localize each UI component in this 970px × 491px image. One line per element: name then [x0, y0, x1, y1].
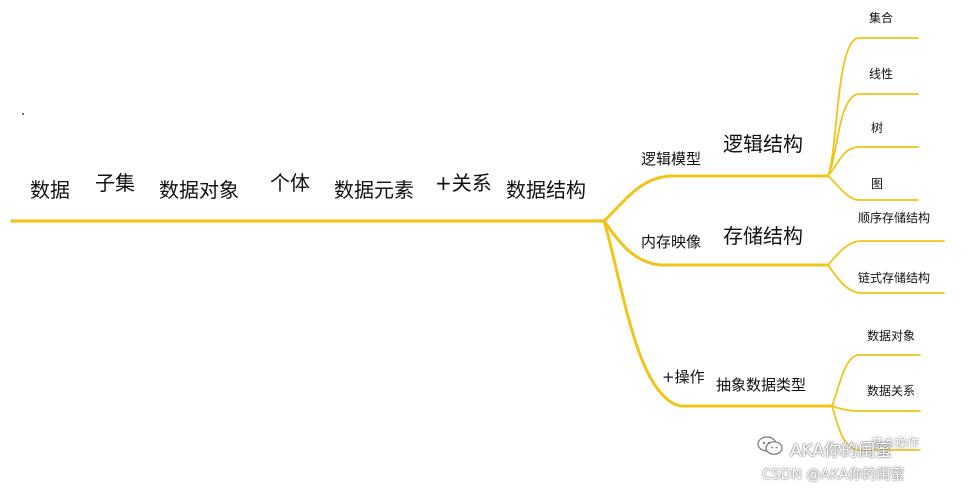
chain-label-individual: 个体 — [270, 171, 310, 195]
child-line-tree — [827, 146, 919, 177]
child-line-data-object — [831, 354, 921, 407]
leaf-data-object: 数据对象 — [867, 329, 916, 343]
leaf-basic-operation: 基本操作 — [871, 436, 920, 450]
edge-label-logic-model: 逻辑模型 — [641, 150, 702, 168]
leaf-linked-storage: 链式存储结构 — [858, 271, 931, 285]
stray-dot — [22, 113, 24, 115]
leaf-collection: 集合 — [869, 11, 894, 25]
child-line-linear — [827, 93, 919, 177]
child-line-graph — [827, 175, 919, 201]
child-line-sequential — [827, 240, 945, 266]
child-line-data-relation — [831, 405, 921, 412]
leaf-sequential-storage: 顺序存储结构 — [858, 211, 931, 225]
chain-label-data-structure: 数据结构 — [506, 178, 586, 202]
chain-label-subset: 子集 — [95, 171, 135, 195]
edge-label-memory-image: 内存映像 — [641, 233, 702, 251]
wechat-icon — [757, 436, 783, 456]
node-abstract-data-type: 抽象数据类型 — [716, 376, 807, 394]
chain-label-data: 数据 — [30, 178, 70, 202]
node-logic-structure: 逻辑结构 — [723, 132, 803, 156]
branch-logic-line — [602, 174, 830, 223]
leaf-linear: 线性 — [869, 67, 894, 81]
child-line-linked — [827, 264, 945, 294]
leaf-data-relation: 数据关系 — [867, 384, 916, 398]
chain-label-data-object: 数据对象 — [159, 178, 239, 202]
leaf-tree: 树 — [871, 121, 884, 135]
chain-label-data-element: 数据元素 — [334, 178, 414, 202]
watermark-account: AKA你的闺蜜 — [790, 441, 893, 461]
leaf-graph: 图 — [871, 177, 884, 191]
chain-label-relation: +关系 — [435, 171, 492, 195]
child-line-basic-op — [831, 405, 921, 451]
watermark-csdn: CSDN @AKA你的闺蜜 — [762, 467, 905, 483]
edge-label-plus-operation: +操作 — [662, 368, 705, 386]
branch-storage-line — [602, 219, 830, 267]
child-line-collection — [827, 37, 919, 177]
node-storage-structure: 存储结构 — [723, 224, 803, 248]
branch-adt-line — [602, 219, 834, 408]
